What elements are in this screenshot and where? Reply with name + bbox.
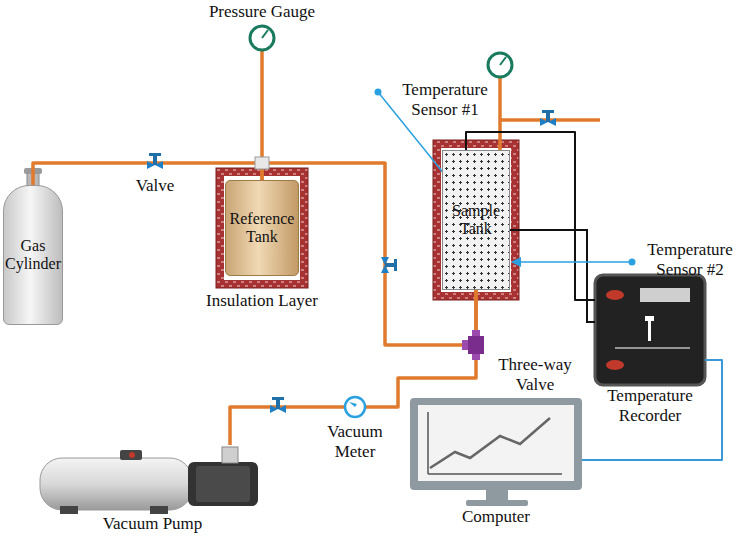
valve-symbol	[540, 110, 556, 126]
part-label: Temperature Sensor #2	[640, 240, 740, 281]
part-label: Three-way Valve	[485, 355, 585, 396]
vacuum-meter	[345, 397, 365, 417]
pressure-gauge	[250, 26, 274, 50]
node-label: Reference Tank	[226, 210, 298, 247]
part-label: Temperature Sensor #1	[395, 80, 495, 121]
data-cable	[582, 360, 722, 460]
valve-symbol	[381, 257, 397, 273]
computer-monitor	[410, 398, 582, 506]
temperature-recorder: Temperature Recorder	[595, 275, 705, 385]
vacuum-pump	[40, 447, 258, 514]
node-caption: Temperature Recorder	[585, 385, 715, 427]
insulation-layer	[216, 168, 308, 288]
vacuum-pipe	[230, 290, 476, 445]
cross-fitting	[255, 157, 269, 169]
node-label: Gas Cylinder	[4, 237, 62, 274]
part-label: Pressure Gauge	[182, 2, 342, 22]
part-label: Valve	[125, 176, 185, 196]
pressure-gauge	[488, 53, 512, 77]
sample-tank: Sample Tank	[442, 150, 510, 290]
three-way-valve	[462, 330, 484, 360]
node-caption: Computer	[436, 506, 556, 527]
part-label: Vacuum Meter	[315, 422, 395, 463]
gauge-stem	[260, 50, 264, 163]
sensor-wire	[505, 230, 595, 322]
temperature-recorder	[595, 275, 705, 385]
node-caption: Vacuum Pump	[73, 513, 233, 534]
part-label: Insulation Layer	[187, 291, 337, 311]
computer: Computer	[410, 398, 582, 506]
insulation-layer	[433, 140, 519, 300]
reference-tank: Reference Tank	[225, 180, 299, 276]
vacuum-pump: Vacuum Pump	[40, 445, 265, 513]
node-label: Sample Tank	[443, 202, 509, 239]
valve-symbol	[147, 153, 163, 169]
gauge-stem	[498, 77, 502, 150]
leader-line	[512, 261, 632, 263]
gas-cylinder: Gas Cylinder	[3, 185, 63, 325]
valve-symbol	[270, 397, 286, 413]
